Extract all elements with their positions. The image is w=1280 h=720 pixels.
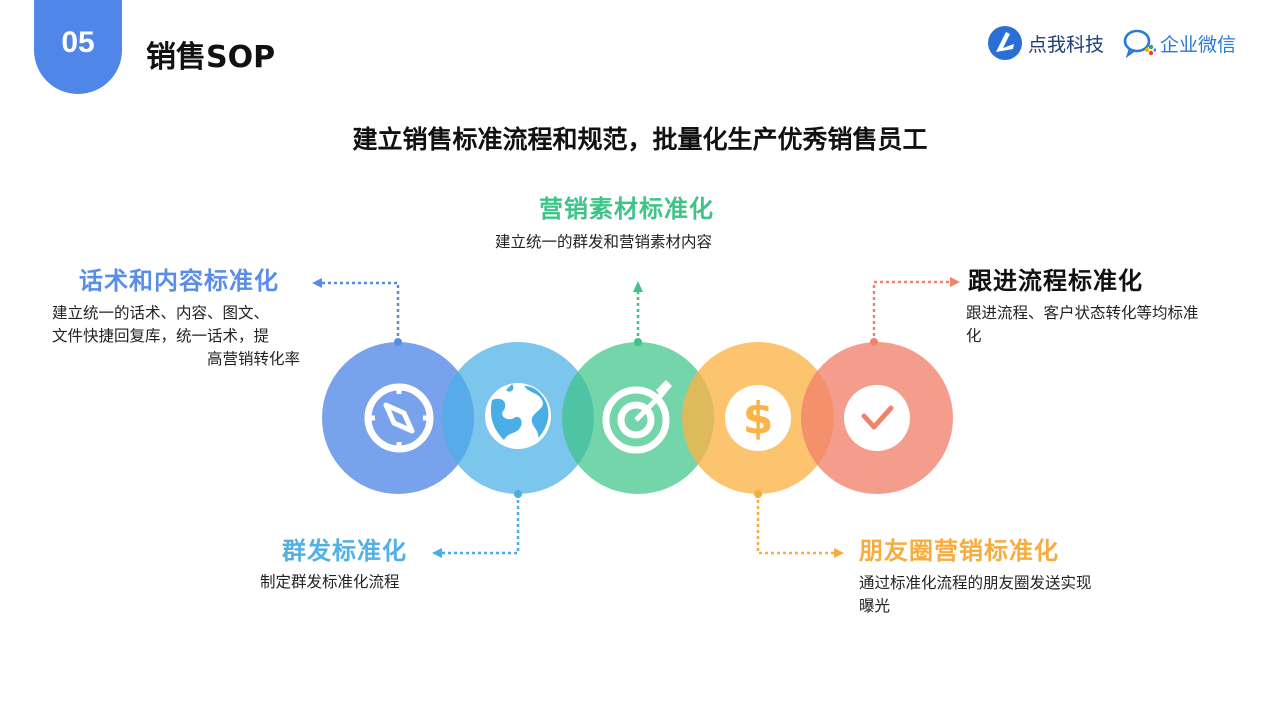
desc-line: 制定群发标准化流程 <box>260 573 400 591</box>
wecom-logo: 企业微信 <box>1122 28 1236 58</box>
main-subtitle: 建立销售标准流程和规范，批量化生产优秀销售员工 <box>352 125 928 154</box>
connector-1 <box>322 281 400 342</box>
desc-line: 建立统一的群发和营销素材内容 <box>495 233 713 251</box>
item-title-script-content: 话术和内容标准化 <box>79 267 279 295</box>
connector-5 <box>872 280 950 342</box>
section-number-badge: 05 <box>34 0 122 94</box>
globe-icon <box>485 383 551 449</box>
circle-1 <box>322 342 474 494</box>
item-desc-marketing-material: 建立统一的群发和营销素材内容 <box>495 231 712 254</box>
desc-line: 建立统一的话术、内容、图文、 <box>52 304 270 322</box>
desc-line: 跟进流程、客户状态转化等均标准 <box>966 304 1199 322</box>
desc-line: 高营销转化率 <box>206 350 300 368</box>
circle-5 <box>801 342 953 494</box>
page-title: 销售SOP <box>146 40 276 75</box>
item-title-follow-up: 跟进流程标准化 <box>968 267 1143 295</box>
item-title-moments-marketing: 朋友圈营销标准化 <box>859 537 1059 565</box>
wecom-logo-text: 企业微信 <box>1159 33 1236 56</box>
item-title-marketing-material: 营销素材标准化 <box>539 195 714 223</box>
item-desc-mass-send: 制定群发标准化流程 <box>260 571 400 594</box>
dianwo-logo-text: 点我科技 <box>1027 33 1104 56</box>
wecom-logo-icon <box>1123 29 1156 58</box>
item-desc-moments-marketing: 通过标准化流程的朋友圈发送实现 曝光 <box>859 572 1092 618</box>
dollar-icon: $ <box>725 385 791 451</box>
circle-2 <box>442 342 594 494</box>
desc-line: 曝光 <box>859 597 891 615</box>
connector-4 <box>756 494 834 555</box>
connector-2 <box>442 494 520 555</box>
section-number: 05 <box>61 26 95 59</box>
item-desc-follow-up: 跟进流程、客户状态转化等均标准 化 <box>966 302 1199 348</box>
dianwo-logo: 点我科技 <box>986 24 1104 62</box>
compass-icon <box>364 383 434 453</box>
desc-line: 文件快捷回复库，统一话术，提 <box>52 327 270 345</box>
target-icon <box>602 380 672 454</box>
desc-line: 通过标准化流程的朋友圈发送实现 <box>859 574 1092 592</box>
circle-3 <box>562 342 714 494</box>
item-desc-script-content: 建立统一的话术、内容、图文、 文件快捷回复库，统一话术，提 高营销转化率 <box>52 302 312 371</box>
desc-line: 化 <box>966 327 982 345</box>
item-title-mass-send: 群发标准化 <box>282 537 407 565</box>
svg-text:$: $ <box>743 393 774 444</box>
check-icon <box>844 385 910 451</box>
brand-logos: 点我科技 企业微信 <box>986 24 1236 62</box>
circle-4 <box>682 342 834 494</box>
dianwo-logo-icon <box>987 26 1022 60</box>
